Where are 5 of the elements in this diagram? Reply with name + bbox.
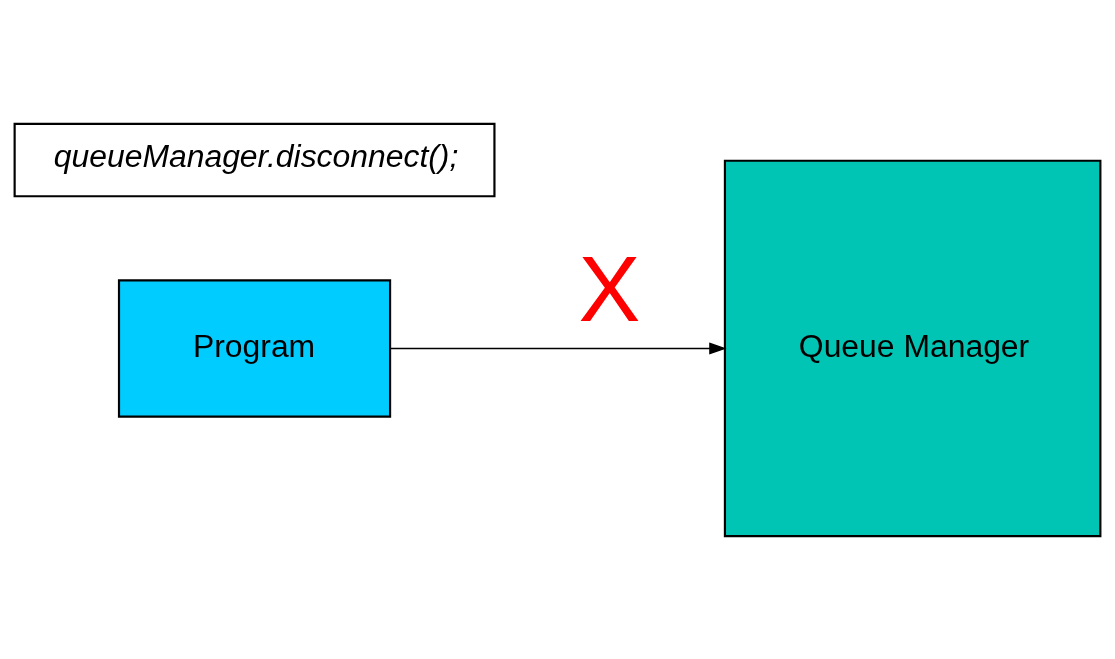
node-box: Queue Manager — [723, 159, 1102, 537]
edge-label: X — [578, 236, 641, 341]
node-box: queueManager.disconnect(); — [13, 122, 496, 197]
node-box: Program — [117, 278, 392, 418]
arrow — [389, 341, 727, 355]
